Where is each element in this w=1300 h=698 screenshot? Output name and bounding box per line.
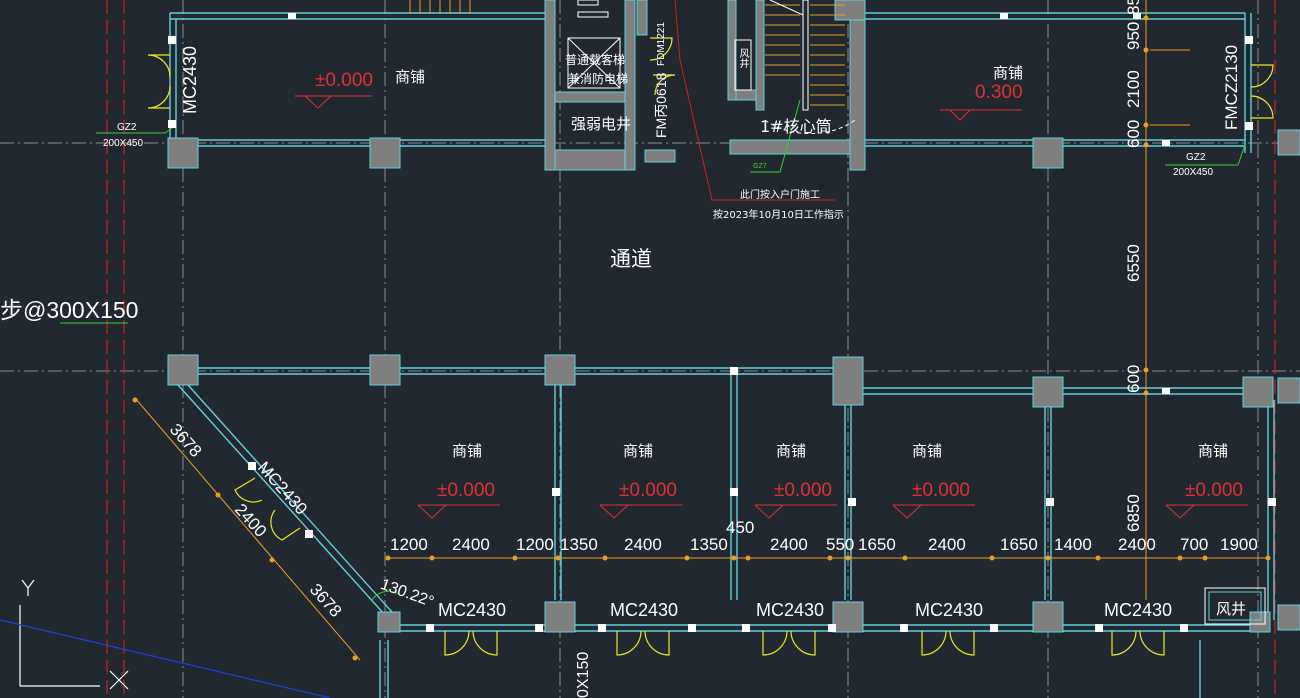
shop-label: 商铺 [452,442,483,460]
gz-label: GZ7 [753,163,767,170]
door-tag: MC2430 [1104,600,1173,620]
gz-size: 200X450 [103,138,144,149]
fire-door-tag: FMCZ2130 [1222,44,1241,130]
stair-outline [769,0,809,111]
dim-label-vertical: 6550 [1124,244,1143,282]
dimension-ticks [132,15,1271,661]
core-walls [544,0,866,171]
dim-label: 2400 [452,535,490,554]
dim-label: 2400 [1118,535,1156,554]
core-label: 1#核心筒 [760,117,832,136]
dim-label-vertical: 6850 [1124,494,1143,532]
dim-label: 1650 [1000,535,1038,554]
ucs-y-label: Y [20,574,21,575]
wind-shaft-label: 风井 [1216,600,1247,618]
wind-shaft-box [1204,587,1266,625]
shop-label: 商铺 [395,68,426,86]
elevation-label: 0.300 [975,82,1023,103]
elevator [567,0,621,89]
door-tag: MC2430 [756,600,825,620]
dim-label-diagonal: 2400 [230,500,271,541]
weak-shaft-label: 强弱电井 [571,115,632,133]
small-shaft-box [734,39,752,91]
partial-dim-label: 0X150 [575,651,592,698]
dim-label: 700 [1180,535,1209,554]
corridor-label: 通道 [610,247,652,271]
dim-label: 2400 [770,535,808,554]
dim-label-vertical: 2100 [1124,70,1143,108]
dim-label: 450 [726,518,755,537]
lift-label-2: 兼消防电梯 [568,72,629,86]
doors [147,37,1274,656]
elevation-label: ±0.000 [437,480,495,501]
dim-label: 1200 [390,535,428,554]
stairs [409,0,845,106]
fire-door-tag-small: FDM1221 [656,22,667,66]
gz-leaders [60,99,1246,601]
dim-label-vertical: 950 [1124,21,1143,50]
elevation-label: ±0.000 [1185,480,1243,501]
gz-label: GZ2 [117,122,137,133]
note-line-1: 此门按入户门施工 [740,190,820,201]
core-arc [764,119,856,135]
door-tag: MC2430 [438,600,507,620]
elevation-symbols [295,95,1248,519]
blue-line [0,619,331,698]
gz-size: 200X450 [1173,167,1214,178]
dim-label: 1900 [1220,535,1258,554]
dim-label: 2400 [928,535,966,554]
columns [167,129,1300,633]
lift-label: 普通载客梯 [565,53,626,67]
door-tag-vertical: MC2430 [180,45,200,114]
note-leader [674,0,835,201]
door-tag: MC2430 [610,600,679,620]
dim-label: 2400 [624,535,662,554]
fire-door-tag: FM丙0618 [653,72,669,138]
shop-label: 商铺 [1198,442,1229,460]
door-tag: MC2430 [915,600,984,620]
dim-label-vertical: 600 [1124,119,1143,148]
shop-label: 商铺 [993,64,1024,82]
ucs-icon [19,579,129,690]
door-tag-diagonal: MC2430 [253,458,312,519]
dim-label: 1400 [1054,535,1092,554]
dim-label: 550 [826,535,855,554]
axis-red-lines [106,0,1276,698]
step-note: 步@300X150 [0,297,139,323]
elevation-label: ±0.000 [912,480,970,501]
elevation-label: ±0.000 [774,480,832,501]
dim-label-vertical: 600 [1124,364,1143,393]
dim-label: 1350 [560,535,598,554]
elevation-label: ±0.000 [619,480,677,501]
dim-label: 1350 [690,535,728,554]
shop-label: 商铺 [623,442,654,460]
small-shaft-label: 风井 [737,48,748,68]
shop-label: 商铺 [912,442,943,460]
dim-label-vertical: 850 [1124,0,1143,15]
dim-label: 1650 [858,535,896,554]
dim-label-diagonal: 3678 [305,580,346,621]
dim-label: 1200 [516,535,554,554]
note-line-2: 按2023年10月10日工作指示 [713,210,844,221]
gz-label: GZ2 [1186,152,1206,163]
shop-label: 商铺 [776,442,807,460]
angle-label: 130.22° [378,576,437,611]
wall-markers [168,13,1276,632]
elevation-label: ±0.000 [315,70,373,91]
ucs-x-label: X [110,674,111,675]
dim-label-diagonal: 3678 [165,420,206,461]
